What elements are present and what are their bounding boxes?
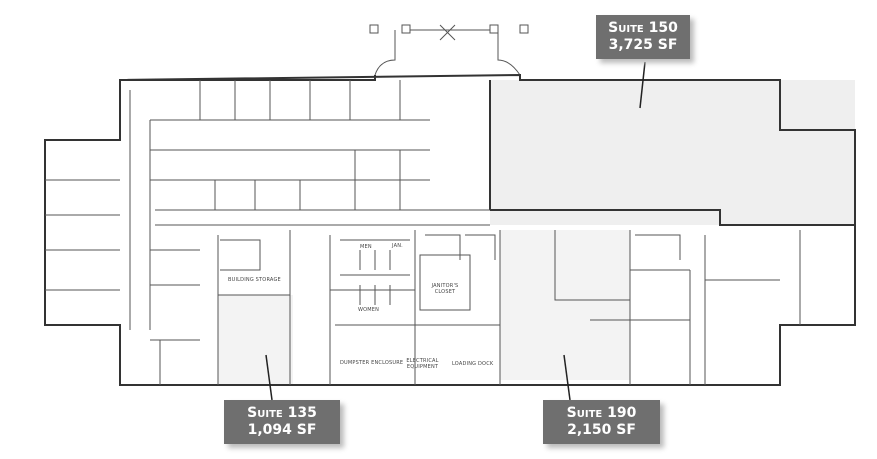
room-electrical: ELECTRICAL EQUIPMENT [406, 358, 439, 370]
room-men: MEN [360, 244, 372, 250]
suite-135-name: Suite 135 [247, 405, 317, 421]
room-dumpster: DUMPSTER ENCLOSURE [340, 360, 404, 366]
suite-150-area-text: 3,725 SF [608, 37, 678, 53]
suite-150-leader [639, 61, 646, 109]
entry-canopy [369, 24, 529, 76]
suite-150-name: Suite 150 [608, 20, 678, 36]
exterior-wall [44, 73, 856, 386]
room-women: WOMEN [358, 307, 380, 313]
suite-190-area-text: 2,150 SF [567, 422, 636, 438]
suite-150-area [490, 80, 855, 225]
suite-135-area [218, 295, 293, 385]
suite-190-name: Suite 190 [566, 405, 637, 421]
room-loading-dock: LOADING DOCK [452, 361, 494, 367]
suite-135-leader [265, 354, 273, 401]
suite-190-leader [563, 354, 571, 401]
interior-walls [45, 80, 801, 385]
room-building-storage: BUILDING STORAGE [228, 277, 281, 283]
suite-135-label: Suite 135 1,094 SF [224, 400, 340, 444]
suite-150-wall [489, 80, 855, 226]
suite-135-area-text: 1,094 SF [247, 422, 317, 438]
room-jan: JAN. [392, 243, 403, 249]
room-janitor-closet: JANITOR'S CLOSET [431, 283, 459, 295]
suite-190-area [500, 230, 630, 380]
suite-150-label: Suite 150 3,725 SF [596, 15, 690, 59]
suite-190-label: Suite 190 2,150 SF [543, 400, 660, 444]
